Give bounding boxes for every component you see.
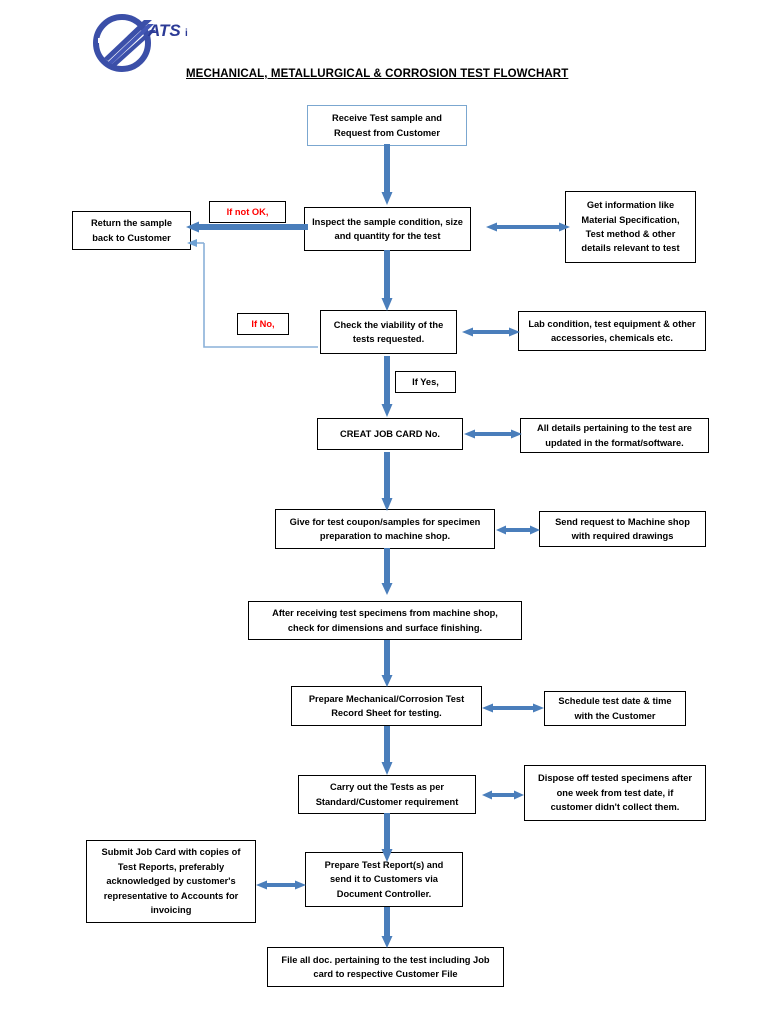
node-get-information[interactable]: Get information like Material Specificat… — [565, 191, 696, 263]
node-line: Check the viability of the — [333, 319, 444, 330]
node-line: Schedule test date & time — [558, 696, 672, 707]
ats-logo: ATS i — [92, 14, 190, 72]
node-line: acknowledged by customer's — [106, 876, 236, 887]
node-line: Document Controller. — [336, 888, 432, 899]
node-check-viability[interactable]: Check the viability of the tests request… — [320, 310, 457, 354]
node-line: File all doc. pertaining to the test inc… — [281, 954, 490, 965]
node-line: Give for test coupon/samples for specime… — [289, 516, 481, 527]
node-after-receiving-specimens[interactable]: After receiving test specimens from mach… — [248, 601, 522, 640]
node-receive-test-sample[interactable]: Receive Test sample and Request from Cus… — [307, 105, 467, 146]
node-line: Test method & other — [585, 229, 676, 239]
node-line: updated in the format/software. — [545, 437, 684, 448]
arrow-inspect-to-return — [186, 220, 308, 234]
node-carry-out-tests[interactable]: Carry out the Tests as per Standard/Cust… — [298, 775, 476, 814]
svg-text:ATS: ATS — [147, 21, 181, 40]
node-inspect-sample[interactable]: Inspect the sample condition, size and q… — [304, 207, 471, 251]
node-line: Inspect the sample condition, size — [312, 216, 463, 227]
arrow-report-to-submitjobcard — [256, 879, 306, 891]
page-title: MECHANICAL, METALLURGICAL & CORROSION TE… — [186, 68, 569, 80]
node-line: customer didn't collect them. — [550, 802, 680, 813]
node-line: Prepare Mechanical/Corrosion Test — [308, 693, 465, 704]
node-line: After receiving test specimens from mach… — [272, 608, 498, 619]
node-give-test-coupon[interactable]: Give for test coupon/samples for specime… — [275, 509, 495, 549]
arrow-viability-to-labcondition — [462, 326, 520, 338]
node-file-all-documents[interactable]: File all doc. pertaining to the test inc… — [267, 947, 504, 987]
node-line: All details pertaining to the test are — [537, 423, 692, 434]
node-line: back to Customer — [92, 232, 171, 243]
node-line: card to respective Customer File — [313, 969, 458, 979]
arrow-inspect-to-viability — [380, 250, 394, 312]
node-line: with the Customer — [574, 710, 656, 721]
arrow-viability-to-jobcard — [380, 356, 394, 418]
node-line: check for dimensions and surface finishi… — [287, 622, 483, 633]
node-line: Submit Job Card with copies of — [101, 847, 241, 858]
node-line: Material Specification, — [581, 214, 680, 225]
node-line: preparation to machine shop. — [319, 531, 451, 541]
arrow-carryout-to-report — [380, 813, 394, 863]
label-if-no: If No, — [237, 313, 289, 335]
svg-text:i: i — [185, 28, 188, 39]
arrow-coupon-to-machineshop — [496, 524, 540, 536]
node-line: tests requested. — [352, 334, 425, 344]
node-line: Carry out the Tests as per — [329, 782, 444, 793]
node-send-request-machineshop[interactable]: Send request to Machine shop with requir… — [539, 511, 706, 547]
node-lab-condition[interactable]: Lab condition, test equipment & other ac… — [518, 311, 706, 351]
node-line: invoicing — [150, 905, 192, 916]
node-line: accessories, chemicals etc. — [551, 333, 673, 343]
node-prepare-record-sheet[interactable]: Prepare Mechanical/Corrosion Test Record… — [291, 686, 482, 726]
node-line: Test Reports, preferably — [117, 861, 225, 872]
node-line: CREAT JOB CARD No. — [339, 428, 441, 439]
node-submit-job-card[interactable]: Submit Job Card with copies of Test Repo… — [86, 840, 256, 923]
arrow-jobcard-to-details — [464, 428, 522, 440]
node-line: one week from test date, if — [556, 787, 674, 798]
node-line: with required drawings — [571, 531, 674, 541]
label-if-yes: If Yes, — [395, 371, 456, 393]
node-line: and quantity for the test — [334, 231, 441, 241]
arrow-carryout-to-dispose — [482, 789, 524, 801]
node-line: details relevant to test — [581, 243, 680, 254]
arrow-coupon-to-receiving — [380, 548, 394, 596]
arrow-inspect-to-getinfo — [486, 221, 570, 233]
arrow-jobcard-to-coupon — [380, 452, 394, 512]
node-line: Send request to Machine shop — [555, 516, 690, 527]
arrow-receiving-to-recordsheet — [380, 640, 394, 688]
node-return-sample[interactable]: Return the sample back to Customer — [72, 211, 191, 250]
arrow-recordsheet-to-schedule — [482, 702, 544, 714]
node-line: Prepare Test Report(s) and — [324, 859, 444, 870]
node-line: Receive Test sample and — [332, 113, 442, 124]
node-line: Lab condition, test equipment & other — [528, 318, 696, 329]
node-line: Standard/Customer requirement — [315, 796, 459, 807]
node-line: Request from Customer — [334, 127, 440, 138]
node-prepare-test-report[interactable]: Prepare Test Report(s) and send it to Cu… — [305, 852, 463, 907]
arrow-recordsheet-to-carryout — [380, 726, 394, 776]
node-line: send it to Customers via — [330, 874, 438, 885]
arrow-receive-to-inspect — [380, 144, 394, 206]
arrow-report-to-file — [380, 907, 394, 949]
connector-if-no-loop — [186, 236, 326, 356]
node-line: Dispose off tested specimens after — [538, 773, 692, 784]
node-line: Record Sheet for testing. — [331, 708, 442, 718]
node-line: Return the sample — [90, 218, 173, 229]
node-create-job-card[interactable]: CREAT JOB CARD No. — [317, 418, 463, 450]
node-line: Get information like — [586, 200, 675, 211]
node-dispose-specimens[interactable]: Dispose off tested specimens after one w… — [524, 765, 706, 821]
label-if-not-ok: If not OK, — [209, 201, 286, 223]
node-schedule-test-date[interactable]: Schedule test date & time with the Custo… — [544, 691, 686, 726]
node-line: representative to Accounts for — [103, 890, 239, 901]
node-all-details-updated[interactable]: All details pertaining to the test are u… — [520, 418, 709, 453]
